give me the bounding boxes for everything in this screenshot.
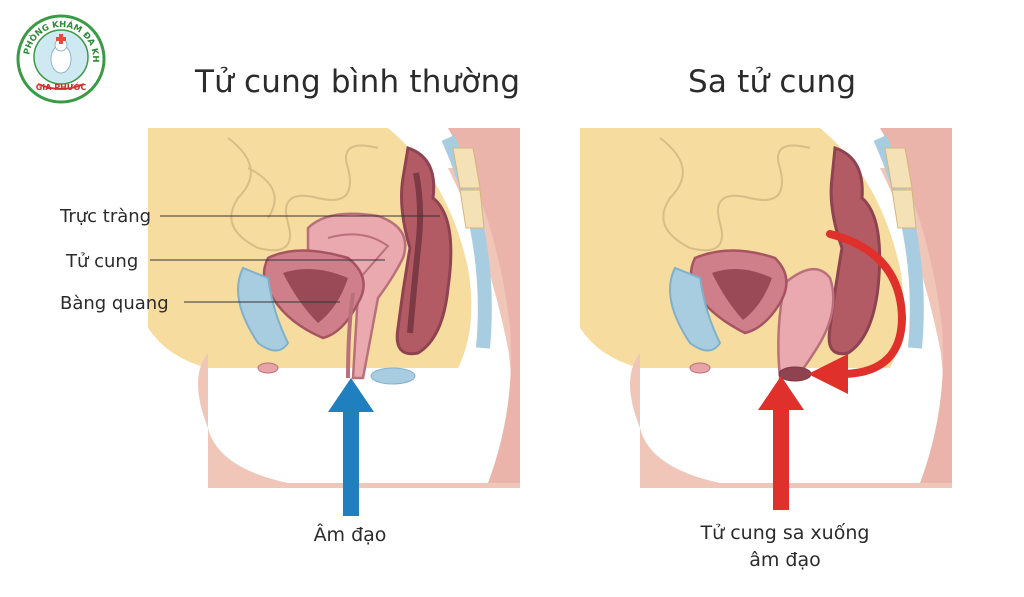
prolapse-caption: Tử cung sa xuống âm đạo [690, 520, 880, 574]
prolapse-caption-line2: âm đạo [690, 547, 880, 574]
prolapse-caption-line1: Tử cung sa xuống [690, 520, 880, 547]
red-arrow-icon [756, 376, 806, 516]
label-rectum: Trực tràng [60, 206, 151, 227]
label-uterus: Tử cung [66, 251, 138, 272]
curved-arrow-icon [790, 222, 920, 402]
blue-arrow-icon [326, 378, 376, 518]
normal-caption: Âm đạo [290, 522, 410, 549]
label-bladder: Bàng quang [60, 293, 169, 314]
